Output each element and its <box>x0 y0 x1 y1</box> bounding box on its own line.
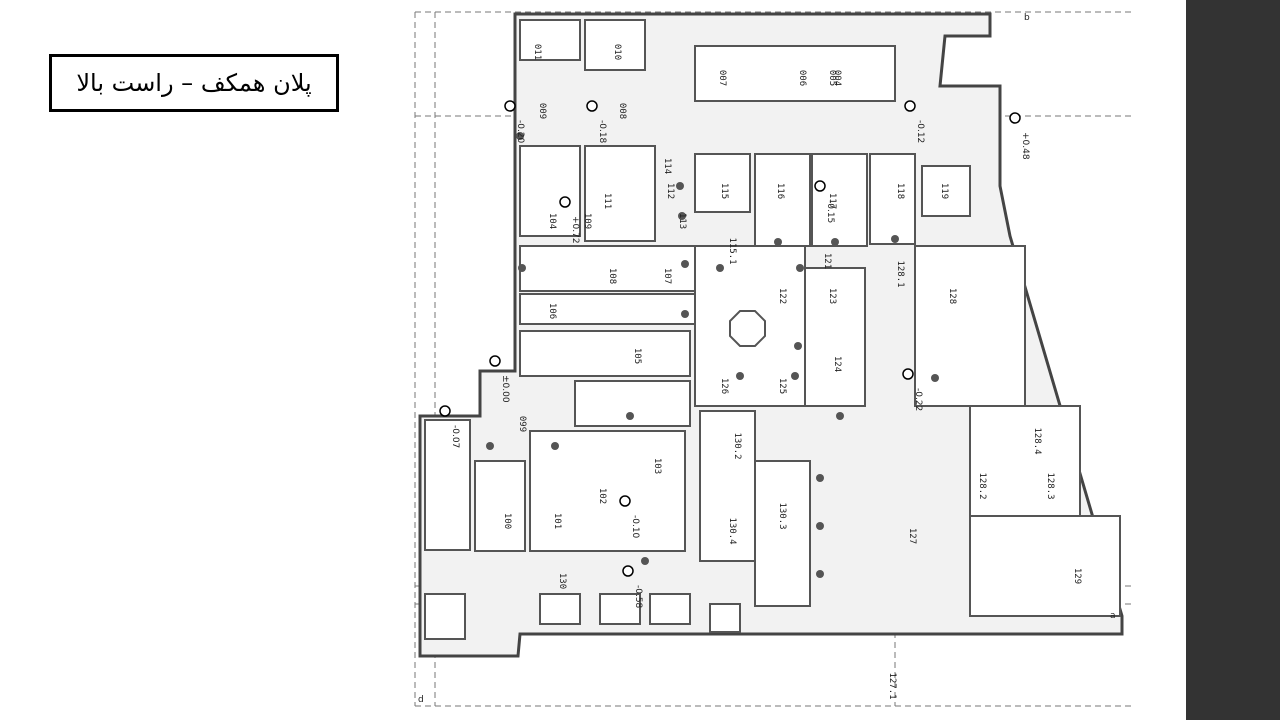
central-fountain <box>729 310 766 347</box>
slide-title: پلان همکف – راست بالا <box>49 54 339 112</box>
room-label: 126 <box>719 378 729 394</box>
level-marker-label: -0.15 <box>825 200 835 223</box>
level-marker-label: -0.22 <box>913 388 923 411</box>
level-marker-symbol <box>586 100 598 112</box>
room-label: 128.2 <box>977 472 987 499</box>
room-label: 106 <box>547 303 557 319</box>
room-label: 107 <box>662 268 672 284</box>
room-label: 102 <box>597 488 607 504</box>
room-label: 128.3 <box>1045 472 1055 499</box>
room-label: 118 <box>895 183 905 199</box>
room-label: 130.2 <box>732 432 742 459</box>
room-label: 128.1 <box>895 260 905 287</box>
level-marker-label: -0.07 <box>450 425 460 448</box>
level-marker-symbol <box>902 368 914 380</box>
room-label: 009 <box>537 103 547 119</box>
room-blocks <box>424 19 1121 640</box>
room-label: 128 <box>947 288 957 304</box>
room-label: 116 <box>775 183 785 199</box>
room-label: 006 <box>797 70 807 86</box>
level-marker-symbol <box>904 100 916 112</box>
level-marker-symbol <box>814 180 826 192</box>
room-label: 122 <box>777 288 787 304</box>
room-label: 113 <box>677 213 687 229</box>
room-label: 099 <box>517 416 527 432</box>
room-label: 115.1 <box>727 237 737 264</box>
room-label: 008 <box>617 103 627 119</box>
level-marker-label: -0.58 <box>633 585 643 609</box>
room-label: 100 <box>502 513 512 529</box>
room-label: 011 <box>532 44 542 60</box>
floor-plan: -0.20 -0.18 -0.12 +0.48 +0.72 -0.15 ±0.00 -0.07… <box>414 11 1135 707</box>
room-label: 112 <box>665 183 675 199</box>
side-panel <box>1186 0 1280 720</box>
level-marker-symbol <box>559 196 571 208</box>
level-marker-label: -0.12 <box>915 120 925 143</box>
columns <box>486 132 939 578</box>
room-label: 104 <box>547 213 557 229</box>
level-marker-label: -0.18 <box>597 120 607 144</box>
section-marker: b <box>1024 13 1030 23</box>
level-marker-symbol <box>489 355 501 367</box>
room-label: 004 <box>832 70 842 86</box>
room-label: 128.4 <box>1032 427 1042 454</box>
room-label: 109 <box>582 213 592 229</box>
room-label: 010 <box>612 44 622 60</box>
room-label: 117 <box>827 193 837 209</box>
room-label: 119 <box>939 183 949 199</box>
room-label: 103 <box>652 458 662 474</box>
level-marker-symbol <box>619 495 631 507</box>
room-label: 108 <box>607 268 617 284</box>
room-label: 130 <box>557 573 567 589</box>
level-marker-label: +0.72 <box>570 216 580 244</box>
room-label: 114 <box>662 158 672 174</box>
level-marker-label: +0.48 <box>1020 132 1030 160</box>
section-marker: a <box>1110 611 1116 621</box>
room-label: 121 <box>822 253 832 269</box>
room-label: 123 <box>827 288 837 304</box>
room-label: 130.3 <box>777 502 787 529</box>
level-marker-symbol <box>1009 112 1021 124</box>
room-label: 127.1 <box>887 672 897 699</box>
level-marker-label: -0.10 <box>630 515 640 539</box>
room-label: 115 <box>719 183 729 199</box>
level-marker-symbol <box>439 405 451 417</box>
section-marker: d <box>418 695 424 705</box>
level-marker-symbol <box>504 100 516 112</box>
room-label: 129 <box>1072 568 1082 584</box>
room-label: 007 <box>717 70 727 86</box>
level-marker-label: ±0.00 <box>500 375 510 403</box>
level-marker-label: -0.20 <box>515 120 525 144</box>
room-label: 130.4 <box>727 517 737 544</box>
room-label: 124 <box>832 356 842 372</box>
room-label: 127 <box>907 528 917 544</box>
room-label: 125 <box>777 378 787 394</box>
room-label: 005 <box>827 70 837 86</box>
room-label: 101 <box>552 513 562 529</box>
room-label: 105 <box>632 348 642 364</box>
level-marker-symbol <box>622 565 634 577</box>
room-label: 111 <box>602 193 612 209</box>
